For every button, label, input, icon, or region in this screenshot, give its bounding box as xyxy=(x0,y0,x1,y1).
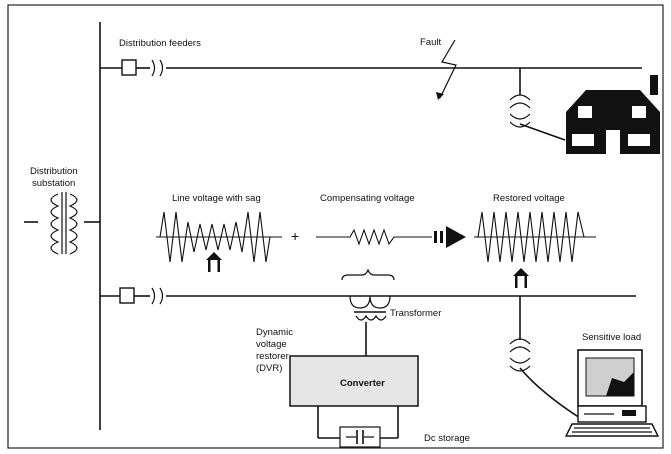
restored-voltage-label: Restored voltage xyxy=(493,193,565,204)
transformer-icon xyxy=(509,338,531,372)
capacitor-icon xyxy=(346,430,374,444)
line-voltage-with-sag-label: Line voltage with sag xyxy=(172,193,261,204)
distribution-feeders-label: Distribution feeders xyxy=(119,38,201,49)
lightning-bolt-icon xyxy=(439,39,457,99)
breaker-icon xyxy=(121,59,137,76)
compensating-voltage-label: Compensating voltage xyxy=(320,193,415,204)
substation-transformer-icon xyxy=(24,192,100,255)
dvr-label-line2: voltage xyxy=(256,339,287,350)
compensating-waveform xyxy=(316,228,432,246)
converter-box xyxy=(289,355,419,407)
arrow-up-icon xyxy=(206,252,222,272)
substation-label-line2: substation xyxy=(32,178,75,189)
dc-storage-circuit xyxy=(317,406,399,448)
arrow-right-icon xyxy=(434,226,466,248)
sag-waveform xyxy=(156,211,282,263)
lower-feeder xyxy=(100,287,636,305)
restored-waveform xyxy=(474,211,596,263)
plus-sign: + xyxy=(291,228,299,244)
transformer-icon xyxy=(509,94,531,128)
load-cable xyxy=(519,367,581,419)
breaker-icon xyxy=(119,287,135,304)
dc-storage-label: Dc storage xyxy=(424,433,470,444)
upper-load-branch xyxy=(509,68,660,154)
dvr-label-line1: Dynamic xyxy=(256,327,293,338)
substation-label-line1: Distribution xyxy=(30,166,78,177)
arrow-up-icon xyxy=(513,268,529,288)
diagram-frame xyxy=(7,4,664,449)
line-break-icon xyxy=(151,59,164,77)
transformer-icon xyxy=(349,295,391,321)
fault-label: Fault xyxy=(420,37,441,48)
brace-icon xyxy=(341,268,395,281)
line-break-icon xyxy=(151,287,164,305)
sensitive-load-label: Sensitive load xyxy=(582,332,641,343)
computer-icon xyxy=(564,349,660,437)
dvr-label-line3: restorer xyxy=(256,351,289,362)
upper-feeder: Distribution feeders xyxy=(100,38,642,77)
house-icon xyxy=(566,75,660,154)
transformer-label: Transformer xyxy=(390,308,441,319)
dvr-label-line4: (DVR) xyxy=(256,363,282,374)
converter-label: Converter xyxy=(340,378,385,389)
